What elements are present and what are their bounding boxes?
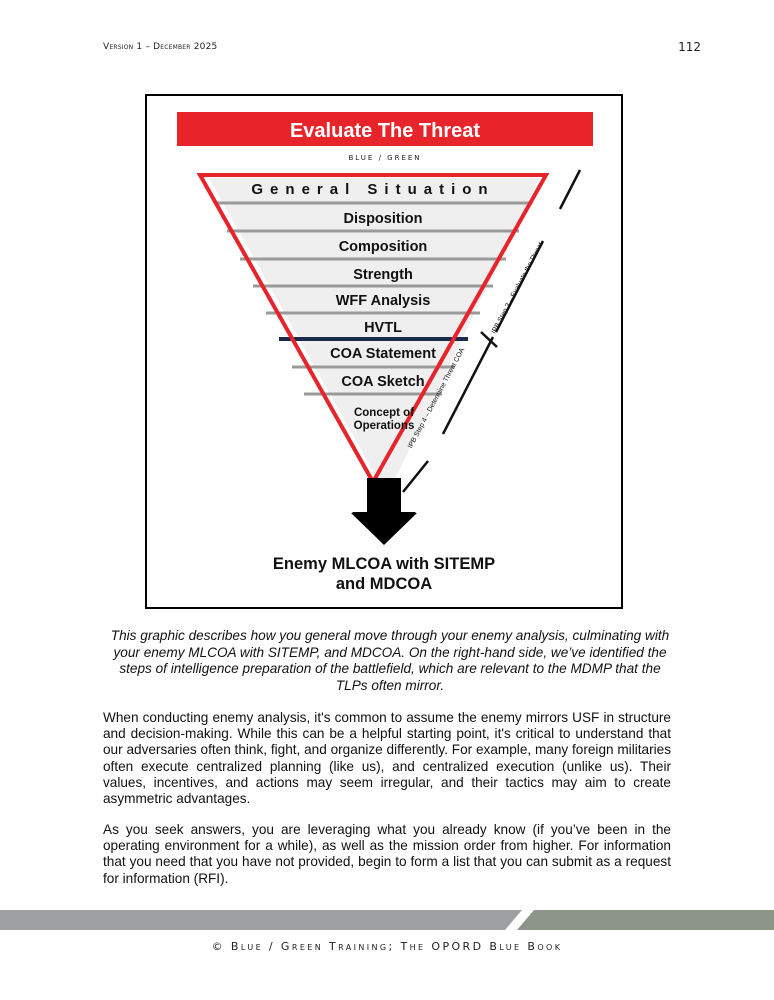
- footer-band-green: [517, 910, 774, 930]
- running-header-version: Version 1 – December 2025: [103, 42, 218, 52]
- layer-hvtl: HVTL: [364, 320, 402, 336]
- footer-color-band: [0, 910, 774, 930]
- layer-disposition: Disposition: [344, 211, 423, 227]
- body-paragraph-1: When conducting enemy analysis, it's com…: [103, 710, 671, 807]
- layer-coa-sketch: COA Sketch: [341, 374, 424, 390]
- body-paragraph-2: As you seek answers, you are leveraging …: [103, 822, 671, 886]
- down-arrow-shape: [351, 479, 417, 545]
- layer-wff-analysis: WFF Analysis: [336, 293, 431, 309]
- result-line-1: Enemy MLCOA with SITEMP: [273, 555, 495, 573]
- footer-copyright: © Blue / Green Training; The OPORD Blue …: [211, 940, 563, 953]
- footer-band-gray: [0, 910, 522, 930]
- triangle-outline: [196, 173, 550, 487]
- layer-separators: [214, 201, 532, 396]
- result-line-2: and MDCOA: [336, 575, 432, 593]
- evaluate-threat-figure: Evaluate The Threat BLUE / GREEN General…: [145, 94, 623, 609]
- layer-composition: Composition: [339, 239, 428, 255]
- layer-concept-of-operations-line1: Concept of: [354, 407, 414, 419]
- inverted-triangle-diagram: Evaluate The Threat BLUE / GREEN General…: [177, 112, 593, 593]
- layer-strength: Strength: [353, 267, 413, 283]
- figure-title: Evaluate The Threat: [290, 120, 480, 142]
- layer-general-situation: General Situation: [251, 181, 494, 198]
- ipb-step-brackets: [402, 169, 582, 493]
- layer-coa-statement: COA Statement: [330, 346, 436, 362]
- page-number: 112: [678, 40, 701, 54]
- figure-caption: This graphic describes how you general m…: [110, 628, 670, 693]
- figure-subtitle: BLUE / GREEN: [348, 154, 421, 162]
- layer-concept-of-operations-line2: Operations: [354, 420, 415, 432]
- title-bar: [177, 112, 593, 146]
